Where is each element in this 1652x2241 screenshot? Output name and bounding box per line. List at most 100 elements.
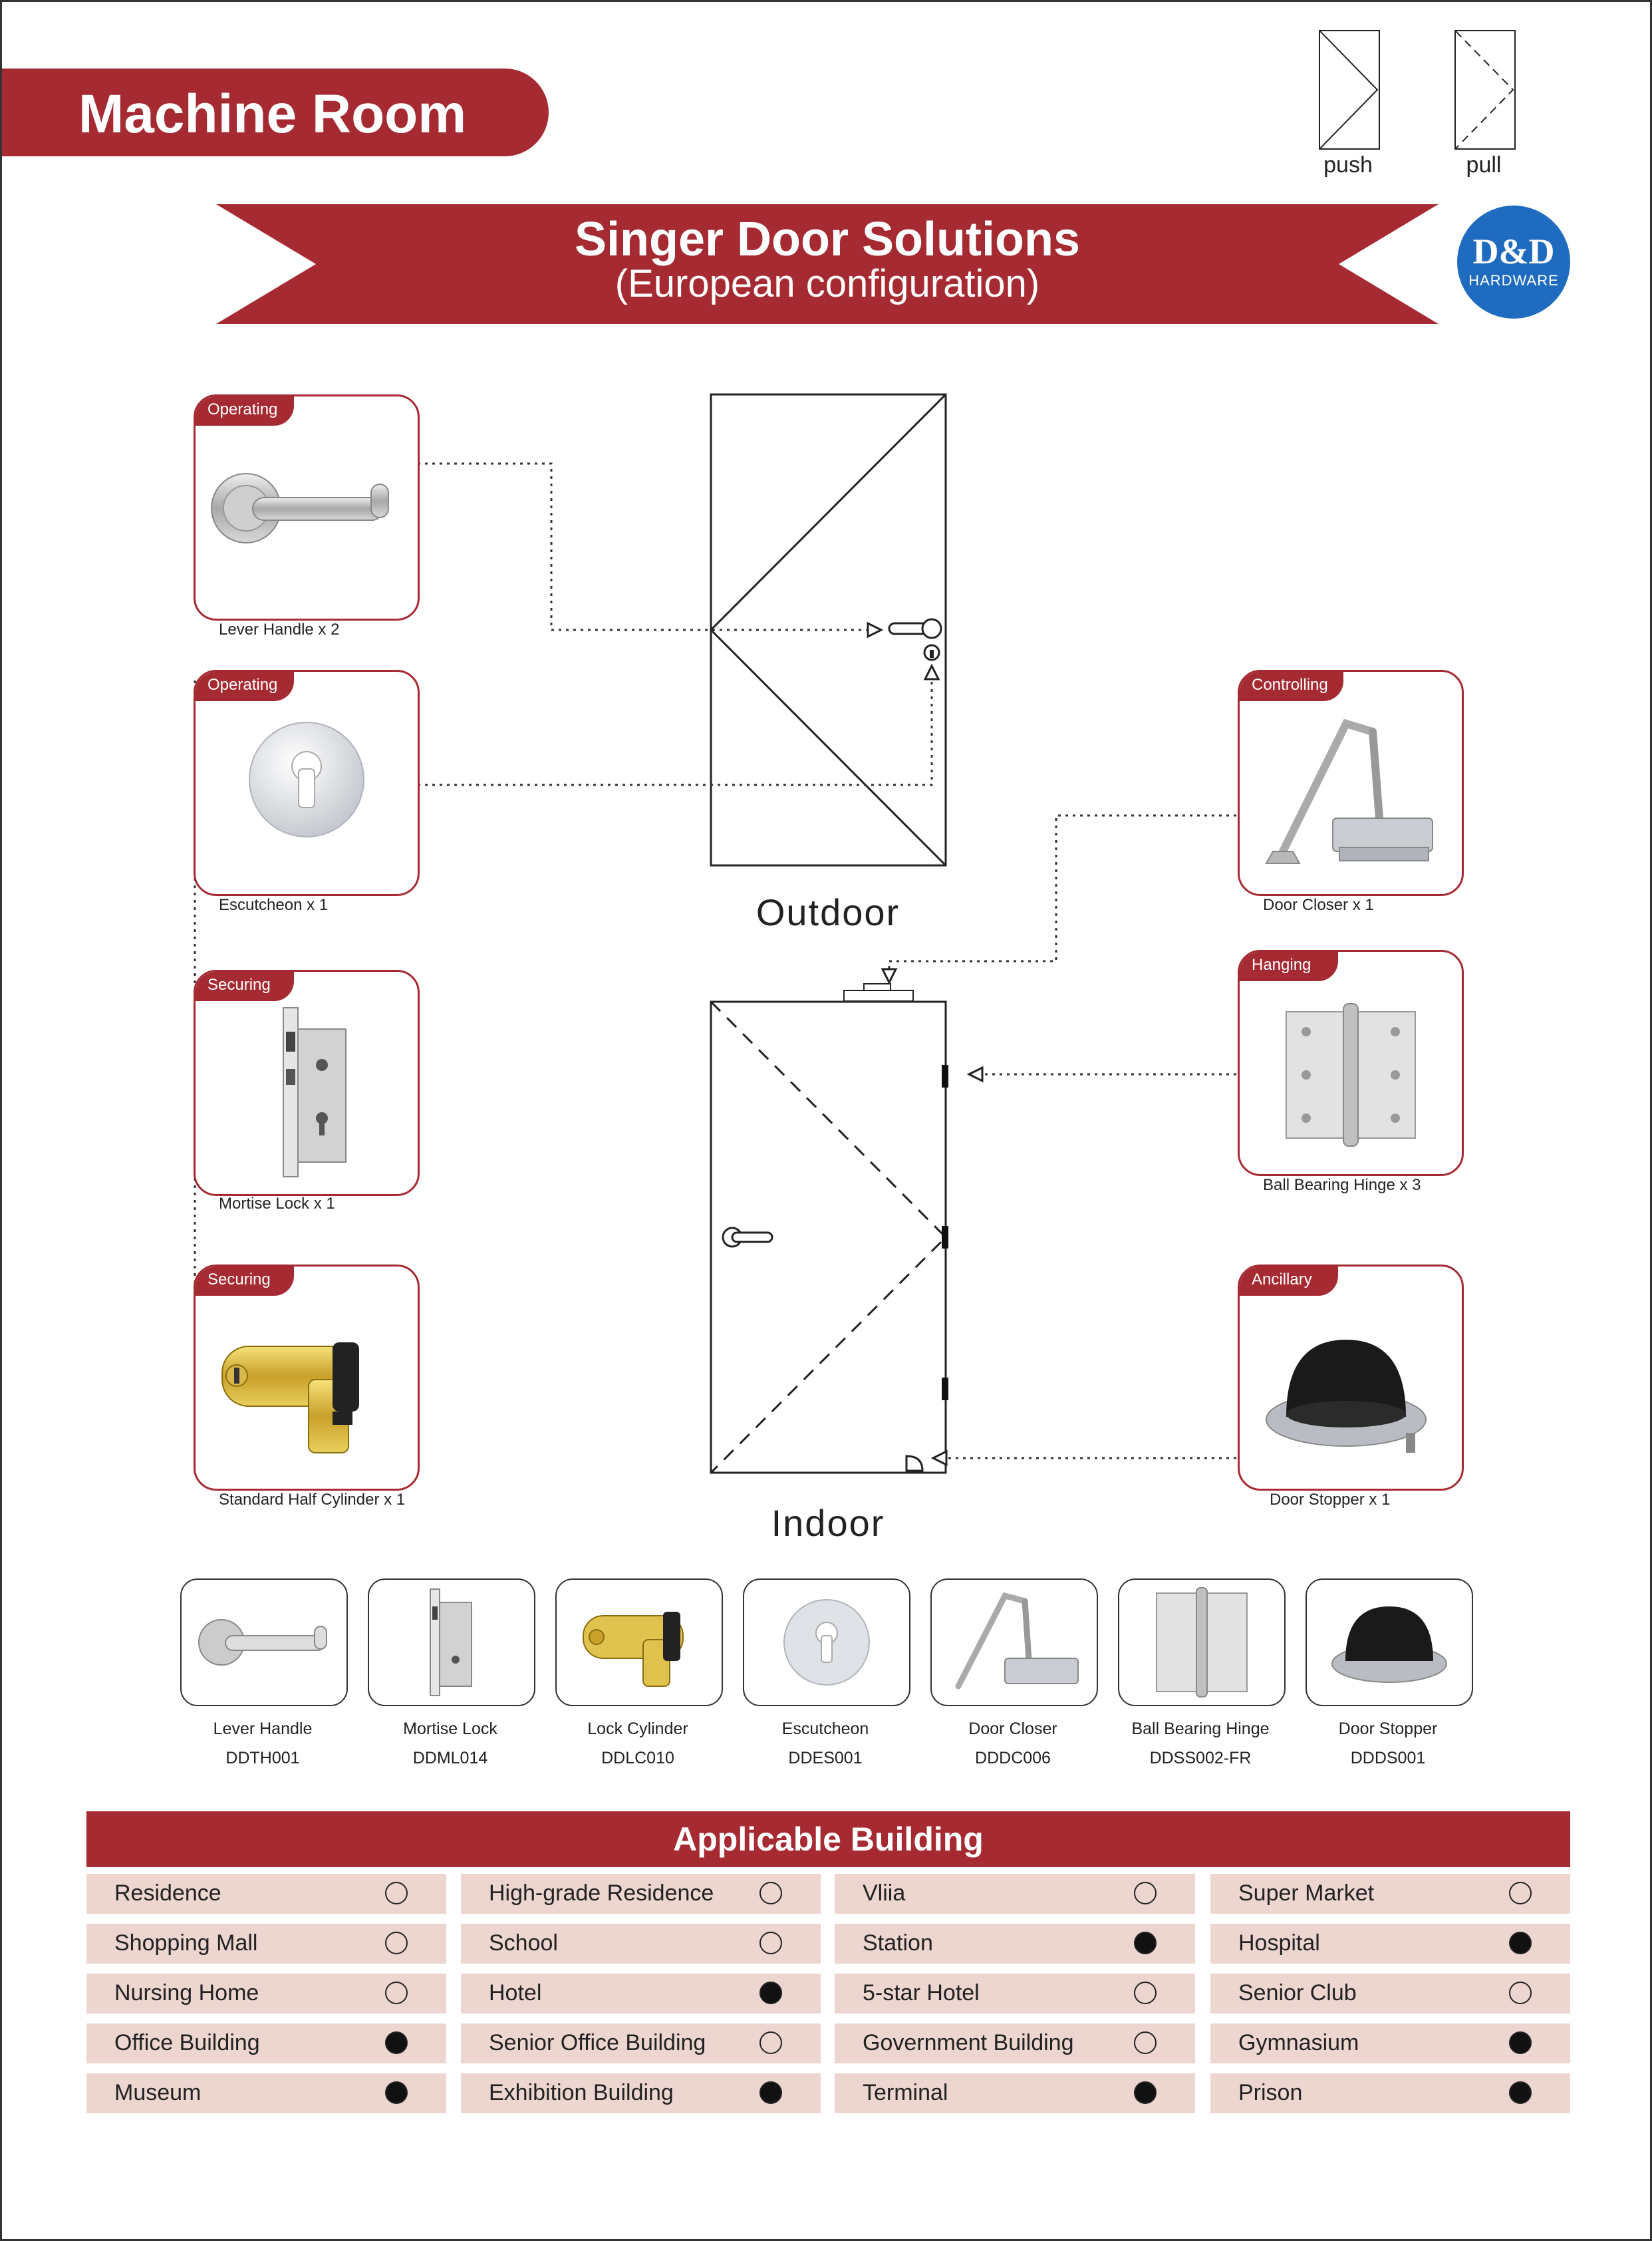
building-name: Vliia	[863, 1880, 906, 1906]
building-cell: High-grade Residence	[461, 1874, 821, 1914]
card-category: Hanging	[1240, 952, 1338, 981]
mortise-lock-icon	[430, 1588, 472, 1696]
door-closer-icon	[955, 1592, 1079, 1690]
applicable-filled-dot-icon	[385, 2031, 408, 2054]
building-cell: Station	[835, 1924, 1195, 1964]
escutcheon-icon	[249, 722, 364, 837]
arrowhead	[966, 1066, 984, 1083]
building-cell: Senior Office Building	[461, 2023, 821, 2063]
lever-handle-icon	[211, 473, 389, 543]
building-cell: Office Building	[86, 2023, 446, 2063]
building-cell: Super Market	[1210, 1874, 1570, 1914]
applicable-filled-dot-icon	[759, 2081, 782, 2104]
logo-sub: HARDWARE	[1468, 272, 1559, 289]
applicable-building-title: Applicable Building	[673, 1821, 984, 1858]
door-stopper-icon	[1331, 1606, 1447, 1683]
building-name: Government Building	[863, 2030, 1074, 2055]
card-category: Ancillary	[1240, 1267, 1338, 1296]
product-lock-cylinder	[555, 1578, 723, 1706]
lever-handle-icon	[198, 1619, 327, 1666]
arrowhead	[930, 1449, 948, 1467]
product-mortise-lock	[368, 1578, 535, 1706]
card-category: Securing	[196, 1267, 294, 1296]
pull-legend-icon	[1454, 30, 1516, 150]
product-name: Door Stopper	[1338, 1719, 1438, 1738]
card-door-closer: Controlling	[1238, 670, 1464, 896]
building-cell: Gymnasium	[1210, 2023, 1570, 2063]
page-title: Machine Room	[78, 84, 467, 144]
product-name: Ball Bearing Hinge	[1131, 1719, 1270, 1738]
half-cylinder-icon	[221, 1342, 359, 1453]
product-code: DDDC006	[975, 1749, 1051, 1767]
outdoor-label: Outdoor	[756, 891, 900, 933]
indoor-handle-icon	[722, 1227, 773, 1248]
building-name: 5-star Hotel	[863, 1980, 980, 2006]
escutcheon-icon	[783, 1599, 870, 1686]
building-cell: Residence	[86, 1874, 446, 1914]
door-closer-icon	[1265, 718, 1433, 864]
building-name: School	[489, 1930, 558, 1956]
hinge-icon	[1286, 1003, 1416, 1147]
banner: Singer Door Solutions (European configur…	[216, 204, 1439, 324]
pull-legend-label: pull	[1466, 152, 1502, 178]
building-cell: Exhibition Building	[461, 2073, 821, 2113]
page-title-tab: Machine Room	[2, 69, 549, 156]
product-code: DDLC010	[601, 1749, 674, 1767]
card-door-stopper: Ancillary	[1238, 1265, 1464, 1491]
applicable-empty-dot-icon	[385, 1932, 408, 1954]
building-name: Nursing Home	[114, 1980, 259, 2006]
banner-subtitle: (European configuration)	[615, 262, 1040, 305]
applicable-empty-dot-icon	[759, 2031, 782, 2054]
building-cell: Museum	[86, 2073, 446, 2113]
building-cell: Hospital	[1210, 1924, 1570, 1964]
applicable-empty-dot-icon	[1509, 1982, 1532, 2004]
product-name: Escutcheon	[781, 1719, 869, 1738]
building-name: Senior Office Building	[489, 2030, 706, 2055]
push-legend-label: push	[1323, 152, 1373, 178]
arrowhead	[867, 621, 884, 639]
card-caption: Standard Half Cylinder x 1	[219, 1491, 406, 1509]
applicable-empty-dot-icon	[1134, 2031, 1157, 2054]
product-code: DDTH001	[225, 1749, 300, 1767]
card-escutcheon: Operating	[194, 670, 420, 896]
building-cell: Hotel	[461, 1974, 821, 2014]
building-name: Station	[863, 1930, 933, 1956]
building-name: Museum	[114, 2080, 202, 2105]
escutcheon-connector	[418, 674, 933, 786]
building-cell: Shopping Mall	[86, 1924, 446, 1964]
product-ball-bearing-hinge	[1118, 1578, 1286, 1706]
product-code: DDES001	[788, 1749, 863, 1767]
building-cell: Prison	[1210, 2073, 1570, 2113]
indoor-stopper-icon	[905, 1455, 924, 1472]
hinge-icon	[1156, 1587, 1248, 1698]
product-lever-handle	[180, 1578, 348, 1706]
applicable-empty-dot-icon	[1134, 1982, 1157, 2004]
building-name: Exhibition Building	[489, 2080, 674, 2105]
arrowhead	[881, 968, 898, 985]
lever-connector	[418, 462, 867, 631]
outdoor-swing-lines	[709, 393, 947, 867]
indoor-closer-icon	[843, 983, 914, 1002]
card-caption: Door Closer x 1	[1263, 896, 1374, 914]
banner-title: Singer Door Solutions	[574, 213, 1080, 266]
building-name: Hotel	[489, 1980, 542, 2006]
applicable-empty-dot-icon	[385, 1982, 408, 2004]
product-escutcheon	[743, 1578, 910, 1706]
card-caption: Lever Handle x 2	[219, 621, 340, 639]
product-name: Mortise Lock	[403, 1719, 497, 1738]
building-name: Senior Club	[1238, 1980, 1357, 2006]
applicable-filled-dot-icon	[1509, 2031, 1532, 2054]
hinge-mark-icon	[942, 1065, 948, 1088]
card-caption: Mortise Lock x 1	[219, 1195, 335, 1213]
card-hinge: Hanging	[1238, 950, 1464, 1176]
applicable-filled-dot-icon	[1509, 1932, 1532, 1954]
applicable-filled-dot-icon	[1134, 2081, 1157, 2104]
building-name: Prison	[1238, 2080, 1303, 2105]
applicable-empty-dot-icon	[759, 1932, 782, 1954]
product-name: Lock Cylinder	[587, 1719, 688, 1738]
applicable-empty-dot-icon	[1134, 1882, 1157, 1904]
building-name: Hospital	[1238, 1930, 1320, 1956]
product-code: DDSS002-FR	[1149, 1749, 1252, 1767]
building-cell: Nursing Home	[86, 1974, 446, 2014]
